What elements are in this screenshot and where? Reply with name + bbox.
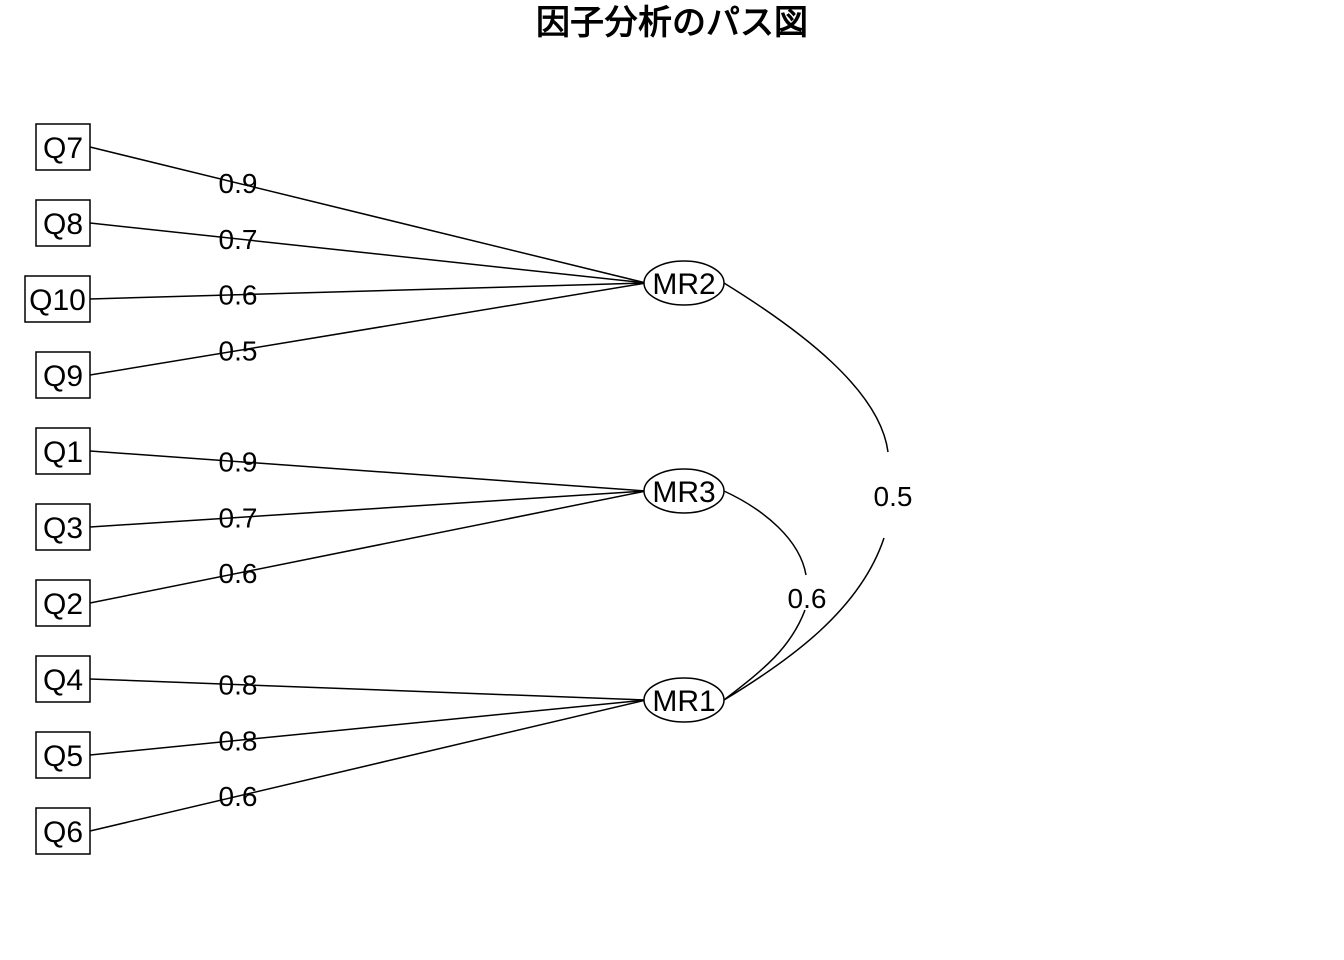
correlation-curve-mr2-mr1 [723,282,889,701]
observed-node-q1: Q1 [35,427,91,475]
observed-box [35,199,91,247]
loading-label-q1: 0.9 [219,447,258,478]
loading-edge-mr2-q10 [73,282,647,309]
loading-edge-mr3-q1 [73,441,647,492]
observed-label: Q4 [43,664,83,697]
observed-label: Q7 [43,132,83,165]
loading-label-q3: 0.7 [219,502,258,533]
factor-ellipse [643,468,725,514]
correlation-curve-mr3-mr1 [723,490,807,701]
correlation-label-mr2-mr1: 0.5 [874,481,913,512]
observed-box [35,351,91,399]
loading-edge-mr1-q4 [73,669,647,701]
observed-box [35,579,91,627]
observed-node-q9: Q9 [35,351,91,399]
loading-edge-mr2-q7 [72,134,647,284]
observed-box [35,503,91,551]
observed-node-q10: Q10 [24,275,91,323]
loading-label-q5: 0.8 [219,725,258,756]
observed-node-q2: Q2 [35,579,91,627]
factor-node-mr3: MR3 [643,468,725,514]
observed-node-q7: Q7 [35,123,91,171]
observed-box [35,731,91,779]
factor-ellipse [643,260,725,306]
loading-edge-mr3-q3 [73,490,647,537]
loading-edges [72,134,647,844]
loading-label-q9: 0.5 [219,336,258,367]
factor-correlations: 0.5 0.6 [723,282,913,701]
factor-node-mr2: MR2 [643,260,725,306]
observed-node-q4: Q4 [35,655,91,703]
factor-node-mr1: MR1 [643,677,725,723]
observed-node-q3: Q3 [35,503,91,551]
observed-label: Q9 [43,360,83,393]
observed-label: Q8 [43,208,83,241]
observed-label: Q5 [43,740,83,773]
loading-label-q6: 0.6 [219,781,258,812]
loading-edge-mr2-q9 [72,282,647,387]
observed-label: Q2 [43,588,83,621]
observed-node-q6: Q6 [35,807,91,855]
observed-node-q5: Q5 [35,731,91,779]
factor-label: MR2 [652,268,715,301]
loading-edge-mr1-q6 [72,699,647,844]
observed-box [24,275,91,323]
loading-label-q8: 0.7 [219,224,258,255]
observed-label: Q1 [43,436,83,469]
observed-label: Q10 [29,284,86,317]
observed-box [35,655,91,703]
loading-labels: 0.9 0.7 0.6 0.5 0.9 0.7 0.6 0.8 0.8 0.6 [219,168,258,812]
loading-label-q2: 0.6 [219,558,258,589]
correlation-label-mr3-mr1: 0.6 [788,583,827,614]
diagram-title: 因子分析のパス図 [536,3,808,43]
observed-node-q8: Q8 [35,199,91,247]
loading-label-q7: 0.9 [219,168,258,199]
observed-box [35,427,91,475]
loading-label-q4: 0.8 [219,670,258,701]
observed-label: Q3 [43,512,83,545]
factor-label: MR1 [652,685,715,718]
loading-edge-mr1-q5 [73,699,647,766]
loading-edge-mr3-q2 [72,490,647,615]
factor-label: MR3 [652,476,715,509]
observed-label: Q6 [43,816,83,849]
loading-edge-mr2-q8 [72,212,647,284]
observed-box [35,807,91,855]
observed-box [35,123,91,171]
loading-label-q10: 0.6 [219,280,258,311]
factor-ellipse [643,677,725,723]
